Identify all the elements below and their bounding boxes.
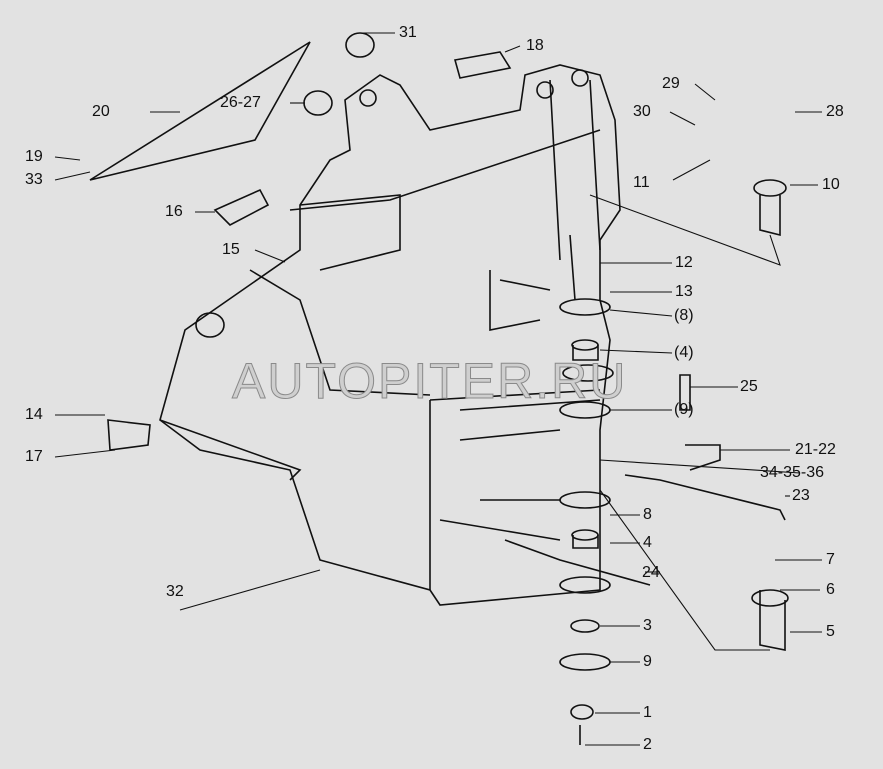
callout-3: 3 bbox=[643, 617, 652, 634]
callout-25: 25 bbox=[740, 378, 758, 395]
callout-12: 12 bbox=[675, 254, 693, 271]
callout-23: 23 bbox=[792, 487, 810, 504]
callout-16: 16 bbox=[165, 203, 183, 220]
callout-9: 9 bbox=[643, 653, 652, 670]
callout-4: 4 bbox=[643, 534, 652, 551]
callout-33: 33 bbox=[25, 171, 43, 188]
callout-1: 1 bbox=[643, 704, 652, 721]
callout-2: 2 bbox=[643, 736, 652, 753]
callout-21-22: 21-22 bbox=[795, 441, 836, 458]
callout-5: 5 bbox=[826, 623, 835, 640]
callout-10: 10 bbox=[822, 176, 840, 193]
callout-26-27: 26-27 bbox=[220, 94, 261, 111]
callout-14: 14 bbox=[25, 406, 43, 423]
callout-20: 20 bbox=[92, 103, 110, 120]
callout-8-paren: (8) bbox=[674, 307, 694, 324]
callout-28: 28 bbox=[826, 103, 844, 120]
callout-7: 7 bbox=[826, 551, 835, 568]
callout-18: 18 bbox=[526, 37, 544, 54]
callout-24: 24 bbox=[642, 564, 660, 581]
callout-29: 29 bbox=[662, 75, 680, 92]
callout-4-paren: (4) bbox=[674, 344, 694, 361]
callout-32: 32 bbox=[166, 583, 184, 600]
callout-13: 13 bbox=[675, 283, 693, 300]
callout-34-35-36: 34-35-36 bbox=[760, 464, 825, 481]
callout-6: 6 bbox=[826, 581, 835, 598]
callout-17: 17 bbox=[25, 448, 43, 465]
callout-11: 11 bbox=[633, 174, 650, 191]
callout-30: 30 bbox=[633, 103, 651, 120]
callout-8: 8 bbox=[643, 506, 652, 523]
callout-19: 19 bbox=[25, 148, 43, 165]
watermark: AUTOPITER.RU bbox=[231, 353, 628, 409]
callout-15: 15 bbox=[222, 241, 240, 258]
callout-31: 31 bbox=[399, 24, 417, 41]
callout-9-paren: (9) bbox=[674, 401, 694, 418]
